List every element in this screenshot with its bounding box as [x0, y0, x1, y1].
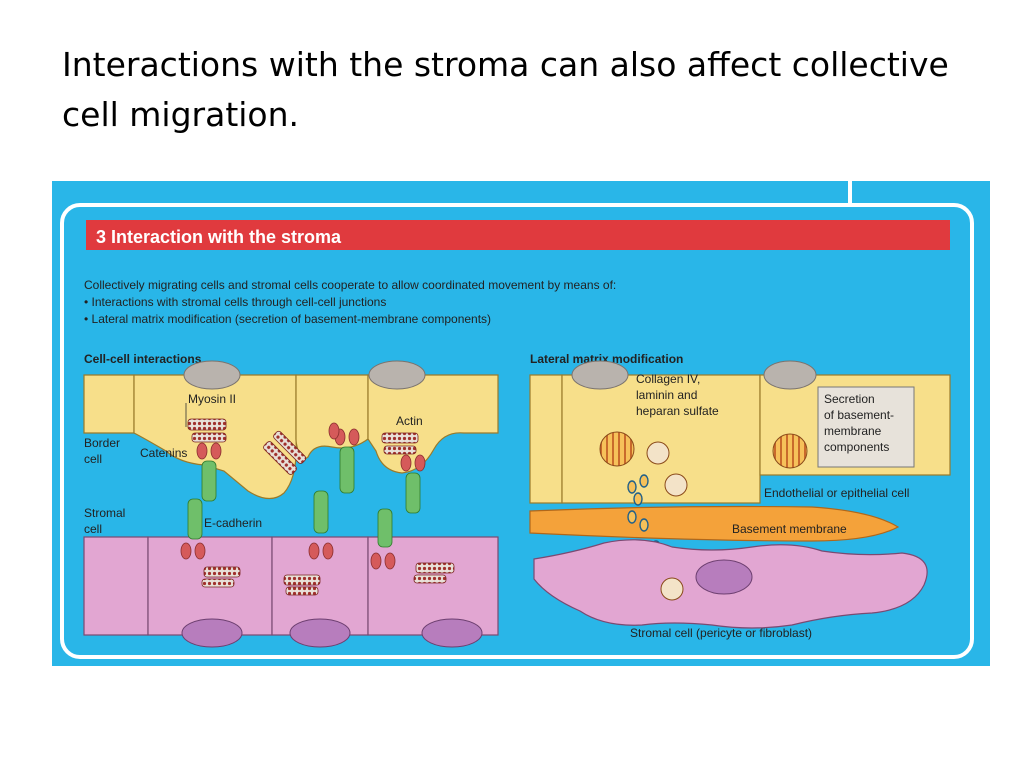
adherens-junction — [370, 454, 426, 570]
border-cell-shape — [83, 374, 135, 434]
actomyosin-bundle — [191, 432, 227, 443]
slide-title: Interactions with the stroma can also af… — [62, 45, 949, 134]
nucleus-shape — [763, 360, 817, 390]
vesicle-shape — [664, 473, 688, 497]
border-cell-label-2: cell — [84, 452, 102, 466]
adherens-junction — [180, 442, 222, 560]
nucleus-shape — [289, 618, 351, 648]
actomyosin-bundle — [201, 578, 235, 588]
basement-membrane-label: Basement membrane — [732, 522, 847, 536]
vesicle-shape — [660, 577, 684, 601]
myosin-label: Myosin II — [188, 392, 236, 406]
actomyosin-bundle — [273, 430, 307, 464]
stromal-cell-shape — [367, 536, 499, 636]
nucleus-shape — [368, 360, 426, 390]
epithelial-cell-shape — [529, 374, 563, 504]
collagen-label-2: laminin and — [636, 388, 697, 402]
panel-frame — [60, 203, 974, 659]
actomyosin-bundle — [263, 441, 297, 475]
secretion-label-4: components — [824, 440, 889, 454]
actomyosin-bundle — [415, 562, 455, 574]
stromal-cell-label: Stromal cell (pericyte or fibroblast) — [630, 626, 812, 640]
figure-svg: 3 Interaction with the stroma Collective… — [52, 181, 990, 666]
intro-line-1: Collectively migrating cells and stromal… — [84, 278, 616, 292]
actomyosin-bundle — [203, 566, 241, 578]
actomyosin-bundle — [413, 574, 447, 584]
stromal-cell-shape — [83, 536, 149, 636]
nucleus-shape — [571, 360, 629, 390]
endothelial-label: Endothelial or epithelial cell — [764, 486, 909, 500]
right-diagram: Collagen IV, laminin and heparan sulfate… — [529, 360, 951, 640]
header-bar — [86, 220, 950, 250]
panel-title: 3 Interaction with the stroma — [96, 227, 342, 247]
stromal-cell-label-1: Stromal — [84, 506, 125, 520]
right-panel-heading: Lateral matrix modification — [530, 352, 683, 366]
nucleus-shape — [421, 618, 483, 648]
secretion-box — [817, 386, 915, 468]
vesicle-shape — [599, 431, 635, 467]
left-diagram: Myosin II Actin Border cell Catenins Str… — [83, 360, 499, 648]
secretion-label-3: membrane — [824, 424, 882, 438]
intro-line-3: • Lateral matrix modification (secretion… — [84, 312, 491, 326]
catenins-label: Catenins — [140, 446, 187, 460]
left-panel-heading: Cell-cell interactions — [84, 352, 202, 366]
secretion-label-2: of basement- — [824, 408, 894, 422]
basement-membrane-shape — [529, 505, 900, 542]
actin-label: Actin — [396, 414, 423, 428]
nucleus-shape — [181, 618, 243, 648]
stroma-interaction-figure: 3 Interaction with the stroma Collective… — [52, 181, 990, 666]
nucleus-shape — [695, 559, 753, 595]
actomyosin-bundle — [283, 574, 321, 586]
collagen-label-1: Collagen IV, — [636, 372, 700, 386]
actomyosin-bundle — [187, 418, 227, 431]
actomyosin-bundle — [383, 445, 417, 455]
intro-line-2: • Interactions with stromal cells throug… — [84, 295, 386, 309]
nucleus-shape — [183, 360, 241, 390]
border-cell-label-1: Border — [84, 436, 120, 450]
collagen-label-3: heparan sulfate — [636, 404, 719, 418]
stromal-cell-label-2: cell — [84, 522, 102, 536]
frame-tab — [848, 181, 852, 207]
secretion-label-1: Secretion — [824, 392, 875, 406]
vesicle-shape — [772, 433, 808, 469]
actomyosin-bundle — [381, 432, 419, 444]
epithelial-cell-shape — [561, 374, 761, 504]
vesicle-shape — [646, 441, 670, 465]
adherens-junction — [328, 422, 340, 440]
actomyosin-bundle — [285, 586, 319, 596]
ecadherin-label: E-cadherin — [204, 516, 262, 530]
